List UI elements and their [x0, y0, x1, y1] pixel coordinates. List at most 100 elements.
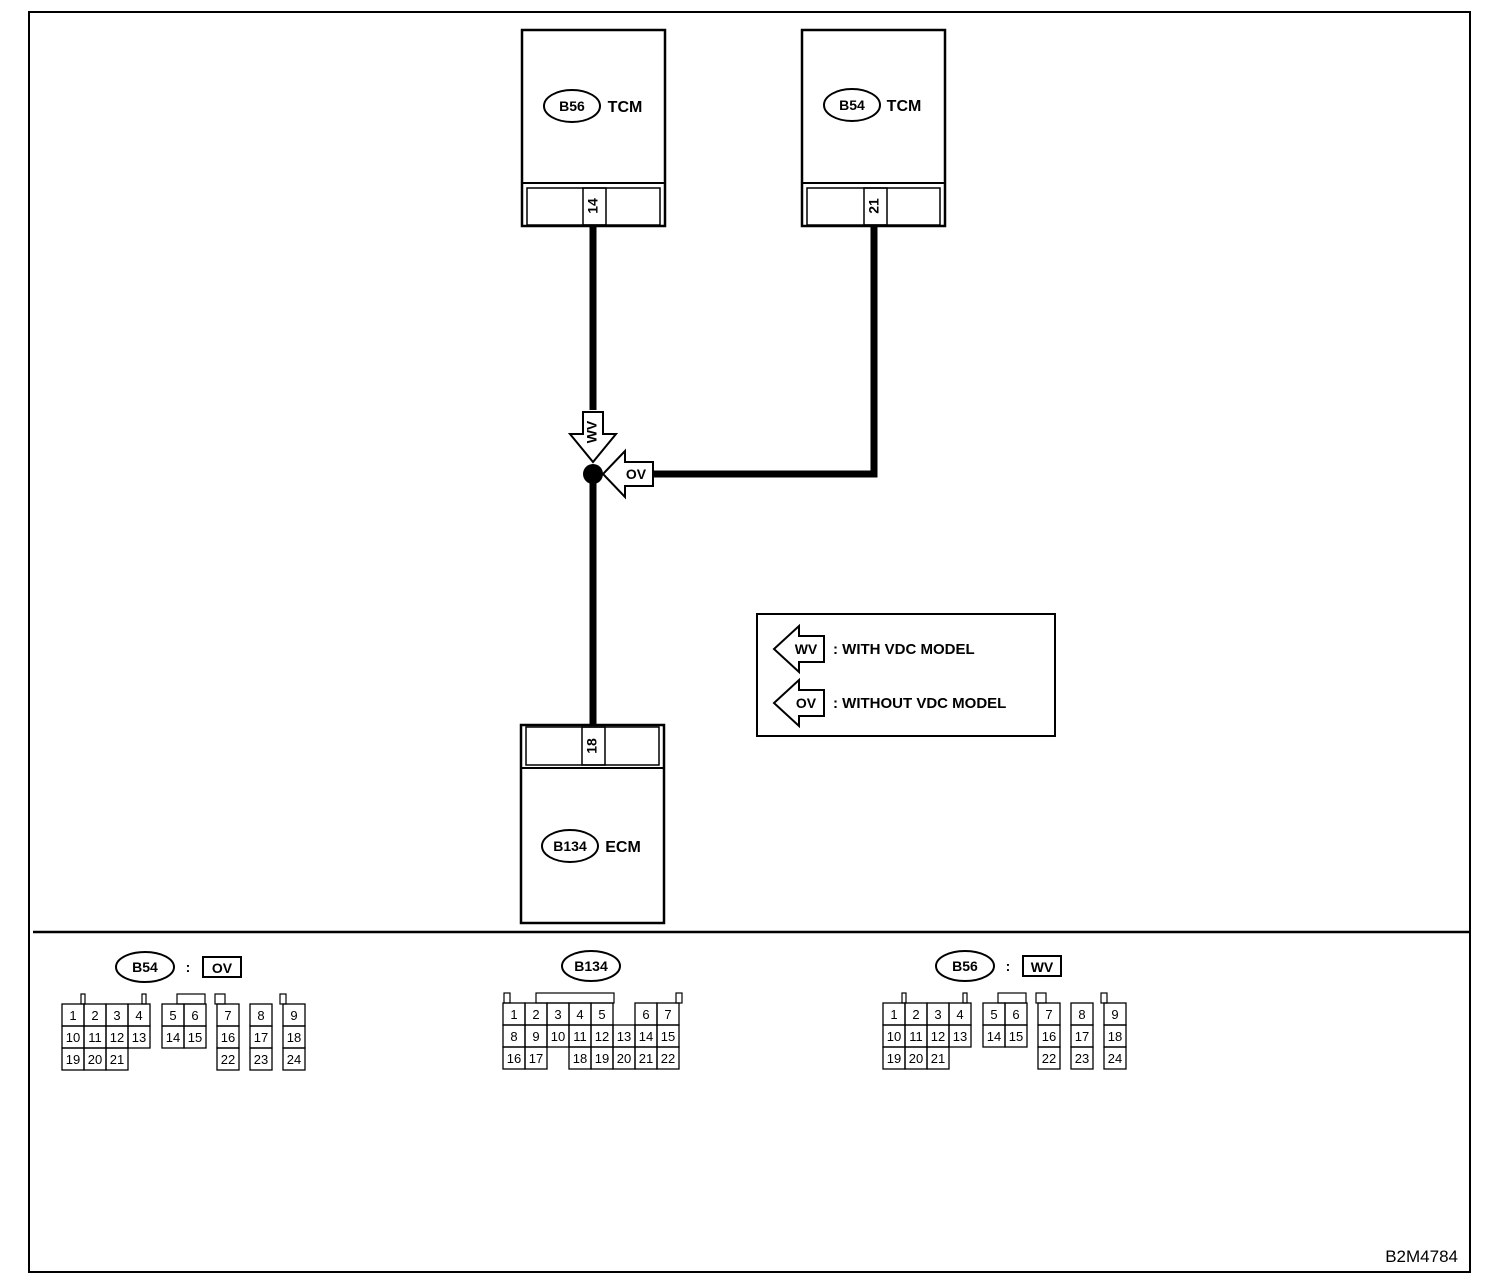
b56-pin-number: 20: [909, 1051, 923, 1066]
b134-pin-number: 10: [551, 1029, 565, 1044]
b134-pin-number: 9: [532, 1029, 539, 1044]
connector-view-b56-id: B56: [952, 958, 978, 974]
b134-pin-number: 8: [510, 1029, 517, 1044]
connector-view-b56-variant: WV: [1031, 959, 1054, 975]
connector-key-tab: [214, 993, 226, 1005]
b54-pin-number: 14: [166, 1030, 180, 1045]
ecm-b134-name: ECM: [605, 839, 641, 856]
b54-pin-number: 9: [290, 1008, 297, 1023]
b56-pin-number: 8: [1078, 1007, 1085, 1022]
b54-pin-number: 3: [113, 1008, 120, 1023]
b54-pin-cell: [183, 1025, 207, 1049]
b54-pin-number: 7: [224, 1008, 231, 1023]
b134-pin-number: 1: [510, 1007, 517, 1022]
b134-pin-number: 11: [573, 1029, 587, 1044]
b134-pin-cell: [524, 1046, 548, 1070]
connector-view-b54-id: B54: [132, 959, 158, 975]
b134-pin-number: 6: [642, 1007, 649, 1022]
connector-view-b56-header: B56 : WV: [935, 950, 1062, 982]
connector-key-tab: [675, 992, 683, 1004]
b134-pin-number: 2: [532, 1007, 539, 1022]
connector-key-tab: [176, 993, 206, 1005]
b56-pin-number: 4: [956, 1007, 963, 1022]
b54-pin-number: 6: [191, 1008, 198, 1023]
wire-tcm-b54-to-junction: [652, 226, 878, 478]
connector-key-tab: [997, 992, 1027, 1004]
diagram-frame: [28, 11, 1471, 1273]
b54-pin-number: 17: [254, 1030, 268, 1045]
tcm-b56-connector-label: B56: [559, 98, 585, 114]
connector-key-tab: [535, 992, 615, 1004]
b54-pin-number: 23: [254, 1052, 268, 1067]
legend-box: WV : WITH VDC MODEL OV : WITHOUT VDC MOD…: [756, 613, 1056, 737]
b56-pin-number: 22: [1042, 1051, 1056, 1066]
b134-pin-number: 4: [576, 1007, 583, 1022]
ov-arrow-label: OV: [626, 466, 647, 482]
b56-pin-number: 14: [987, 1029, 1001, 1044]
b134-pin-number: 3: [554, 1007, 561, 1022]
b56-pin-cell: [1070, 1046, 1094, 1070]
junction-dot: [583, 464, 603, 484]
b134-pin-number: 7: [664, 1007, 671, 1022]
b134-pin-number: 18: [573, 1051, 587, 1066]
connector-key-tab: [503, 992, 511, 1004]
b134-pin-number: 5: [598, 1007, 605, 1022]
b54-pin-cell: [249, 1047, 273, 1071]
b56-pin-number: 18: [1108, 1029, 1122, 1044]
b56-pin-number: 2: [912, 1007, 919, 1022]
b56-pin-cell: [926, 1046, 950, 1070]
b54-pin-number: 15: [188, 1030, 202, 1045]
tcm-b56-connector-oval: [543, 89, 601, 123]
b54-pin-number: 11: [88, 1030, 102, 1045]
tcm-b54-name: TCM: [887, 98, 922, 115]
b56-pin-number: 19: [887, 1051, 901, 1066]
b56-pin-cell: [1103, 1046, 1127, 1070]
b56-pin-number: 1: [890, 1007, 897, 1022]
b56-pin-number: 10: [887, 1029, 901, 1044]
b134-pin-number: 20: [617, 1051, 631, 1066]
legend-wv-tag: WV: [795, 641, 818, 657]
legend-wv-text: : WITH VDC MODEL: [833, 641, 975, 658]
tcm-b56-name: TCM: [608, 99, 643, 116]
b54-pin-number: 22: [221, 1052, 235, 1067]
wv-arrow-label: WV: [584, 420, 600, 443]
b56-pin-number: 7: [1045, 1007, 1052, 1022]
b54-pin-number: 16: [221, 1030, 235, 1045]
b56-pin-number: 9: [1111, 1007, 1118, 1022]
b134-pin-number: 21: [639, 1051, 653, 1066]
b56-pin-number: 17: [1075, 1029, 1089, 1044]
b54-pin-number: 5: [169, 1008, 176, 1023]
b56-pin-cell: [948, 1024, 972, 1048]
b134-pin-number: 15: [661, 1029, 675, 1044]
b56-pin-number: 3: [934, 1007, 941, 1022]
legend-wv-arrow: [772, 623, 825, 675]
b56-pin-number: 21: [931, 1051, 945, 1066]
b134-pin-number: 12: [595, 1029, 609, 1044]
ecm-b134-pin-label: 18: [584, 738, 600, 754]
legend-ov-arrow: [772, 677, 825, 729]
connector-key-tab: [901, 992, 907, 1004]
connector-view-b134-header: B134: [561, 950, 621, 982]
b56-pin-number: 16: [1042, 1029, 1056, 1044]
b56-pin-number: 15: [1009, 1029, 1023, 1044]
b54-pin-number: 10: [66, 1030, 80, 1045]
b54-pin-number: 24: [287, 1052, 301, 1067]
b54-pin-cell: [127, 1025, 151, 1049]
b56-pin-number: 5: [990, 1007, 997, 1022]
b54-pin-number: 12: [110, 1030, 124, 1045]
connector-key-tab: [1100, 992, 1108, 1004]
b54-pin-number: 20: [88, 1052, 102, 1067]
b54-pin-number: 8: [257, 1008, 264, 1023]
b54-pin-number: 19: [66, 1052, 80, 1067]
b54-pin-number: 21: [110, 1052, 124, 1067]
b56-pin-number: 11: [909, 1029, 923, 1044]
b134-pin-number: 14: [639, 1029, 653, 1044]
legend-ov-text: : WITHOUT VDC MODEL: [833, 695, 1006, 712]
ecm-b134-connector-label: B134: [553, 838, 587, 854]
connector-view-b54-header: B54 : OV: [115, 951, 242, 983]
b54-pin-cell: [105, 1047, 129, 1071]
b134-pin-number: 22: [661, 1051, 675, 1066]
